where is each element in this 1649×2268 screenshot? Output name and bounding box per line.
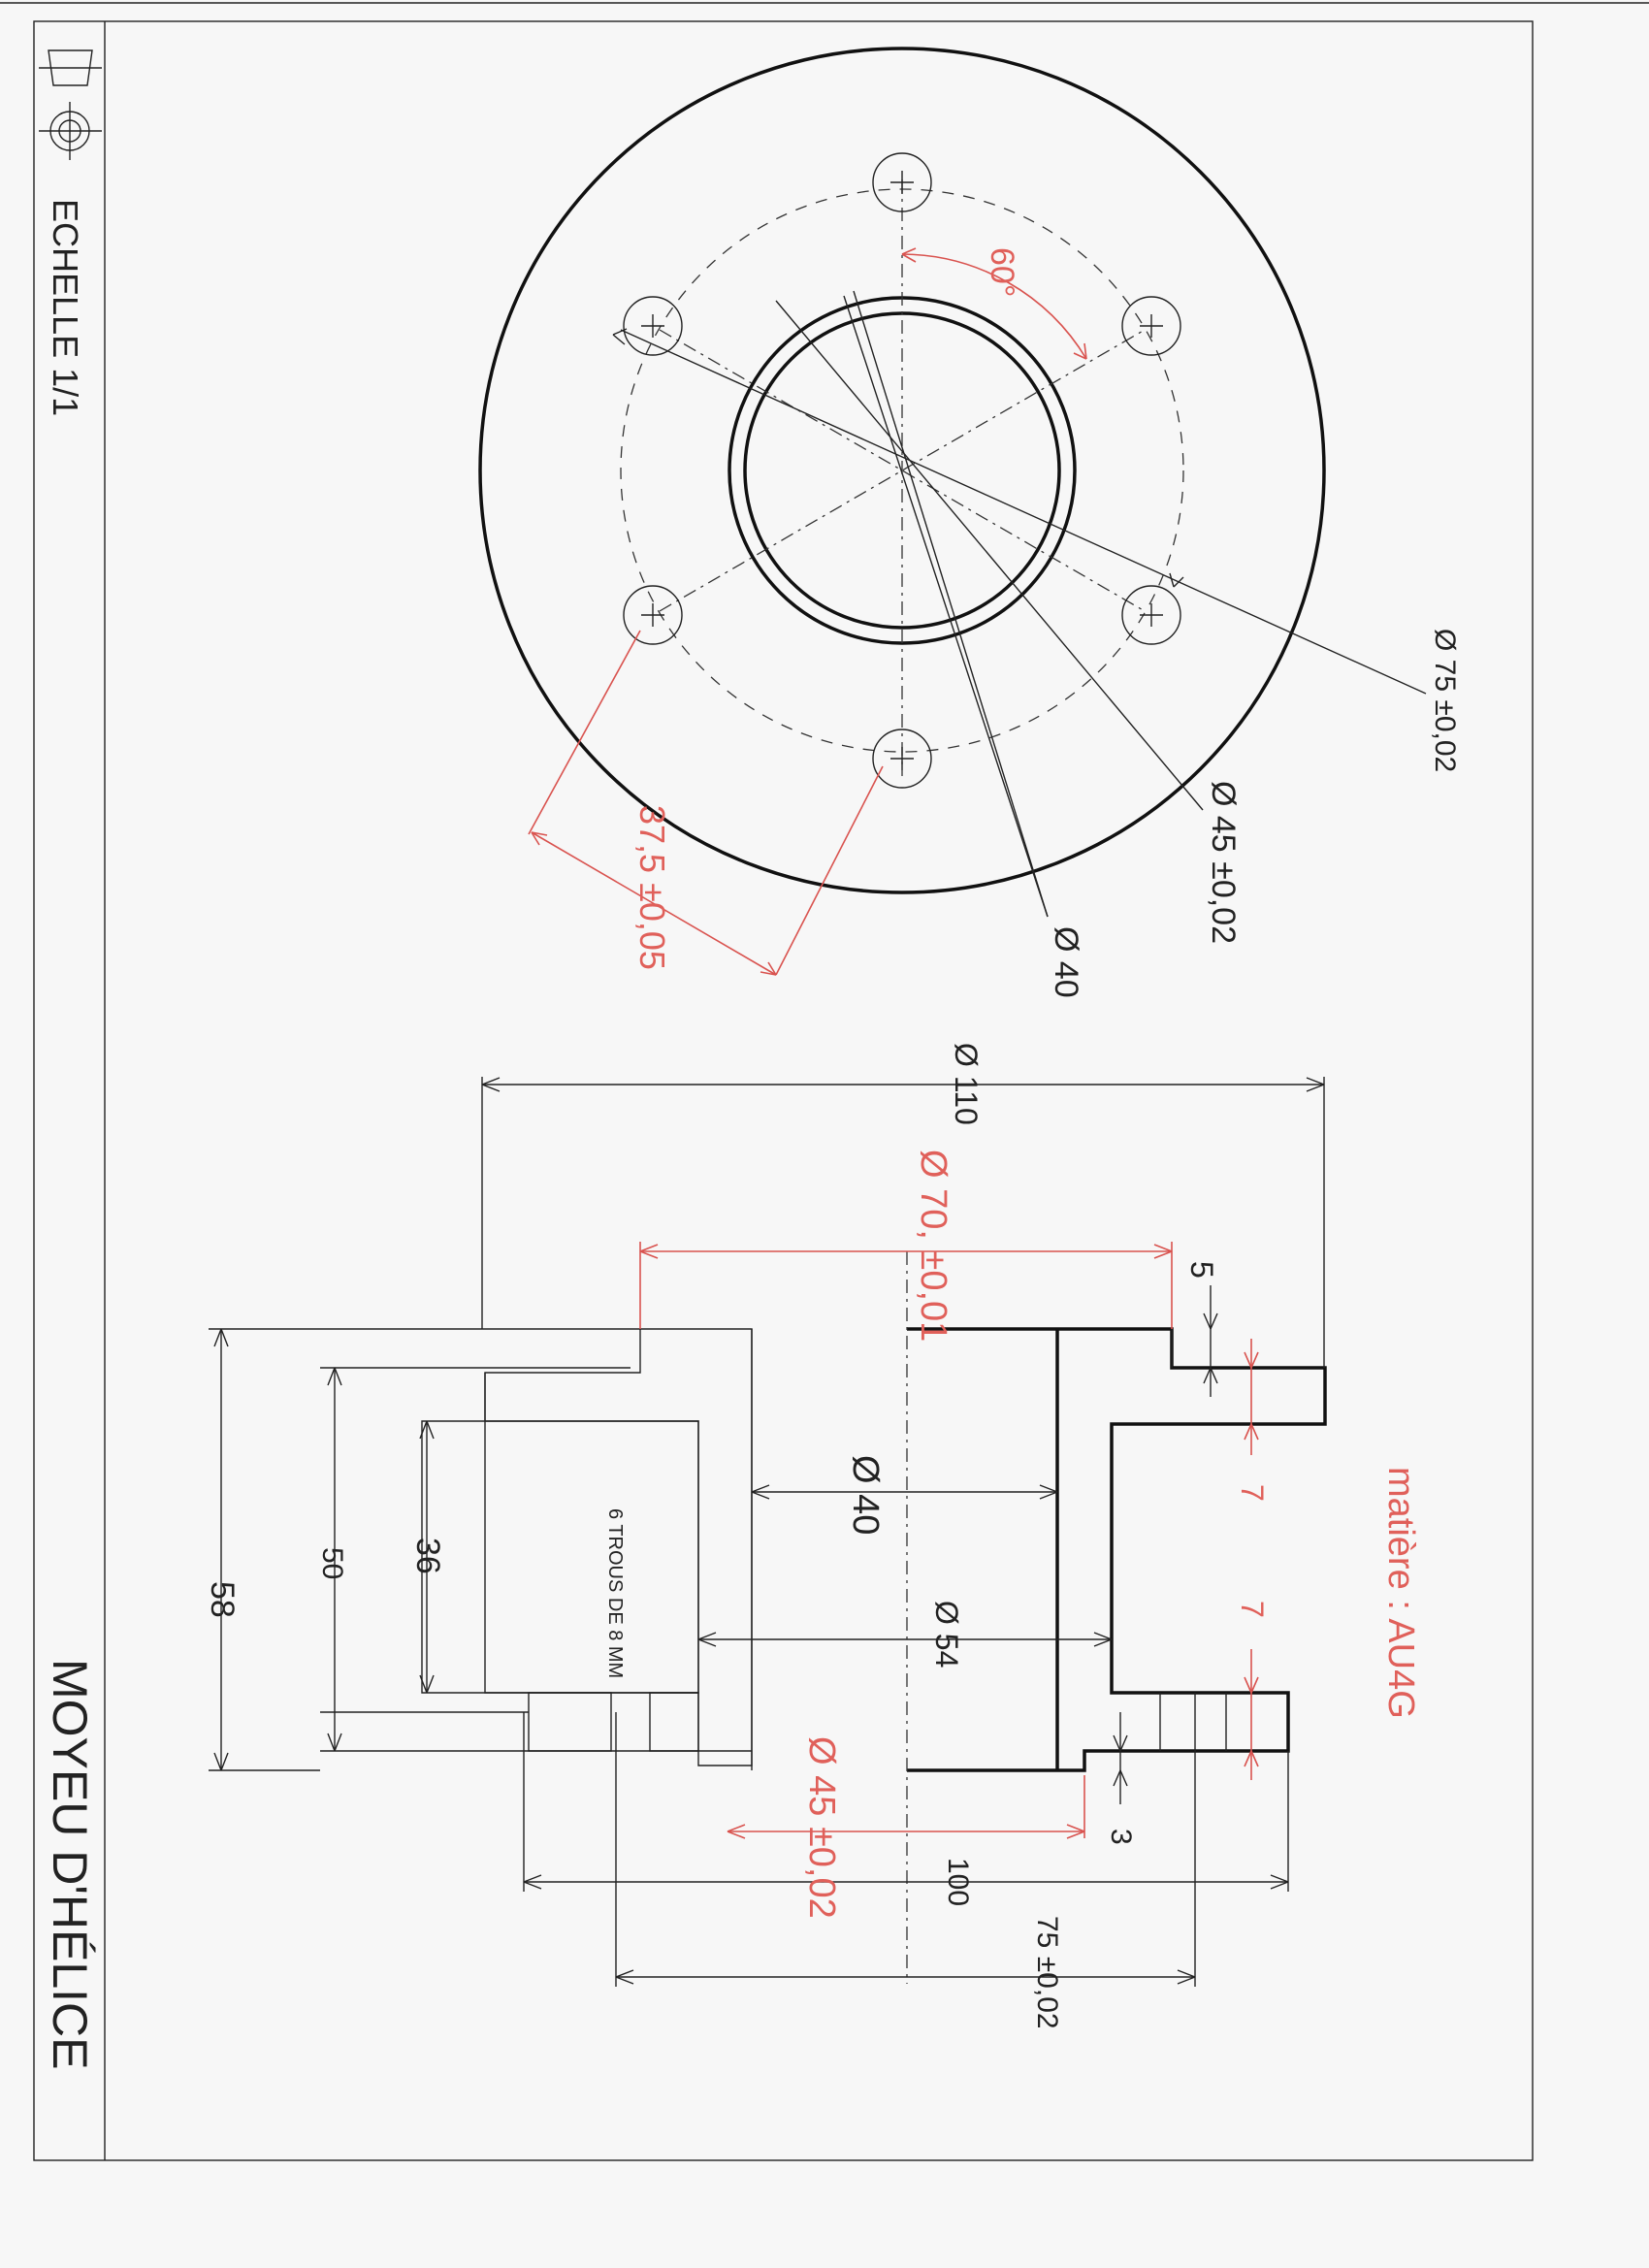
- dim-section-36: 36: [409, 1538, 446, 1574]
- dim-section-d110: Ø 110: [949, 1043, 984, 1125]
- dim-section-7a: 7: [1235, 1484, 1270, 1502]
- dim-section-75: 75 ±0,02: [1031, 1916, 1063, 2029]
- angle-arc: [901, 253, 1087, 360]
- dim-section-5: 5: [1184, 1261, 1219, 1279]
- dim-section-50: 50: [316, 1547, 348, 1579]
- section-view: [209, 1077, 1327, 1987]
- dim-front-d40: Ø 40: [1048, 926, 1084, 998]
- dim-section-7b: 7: [1235, 1601, 1270, 1618]
- dim-front-pitch: 37,5 ±0,05: [632, 805, 672, 970]
- outer-flange-circle: [478, 47, 1326, 894]
- dim-section-d54: Ø 54: [929, 1601, 964, 1668]
- dim-section-3: 3: [1105, 1829, 1137, 1845]
- dim-front-angle: 60°: [984, 247, 1020, 297]
- dim-section-d40: Ø 40: [845, 1455, 886, 1535]
- holes-note: 6 TROUS DE 8 MM: [604, 1508, 626, 1678]
- dim-front-d75: Ø 75 ±0,02: [1429, 629, 1461, 772]
- first-angle-projection-icon: [39, 49, 102, 160]
- front-view: [478, 47, 1427, 976]
- dim-section-d70: Ø 70, ±0,01: [913, 1150, 954, 1342]
- frame-border: [33, 20, 1534, 2161]
- dim-section-d45: Ø 45 ±0,02: [801, 1736, 842, 1919]
- bolt-holes: [623, 152, 1181, 789]
- dim-front-d45: Ø 45 ±0,02: [1205, 781, 1242, 944]
- drawing-title: MOYEU D'HÉLICE: [43, 1659, 97, 2070]
- scale-label: ECHELLE 1/1: [46, 199, 85, 416]
- dim-section-100: 100: [942, 1858, 974, 1906]
- material-label: matière : AU4G: [1380, 1467, 1421, 1719]
- dim-section-58: 58: [204, 1581, 241, 1618]
